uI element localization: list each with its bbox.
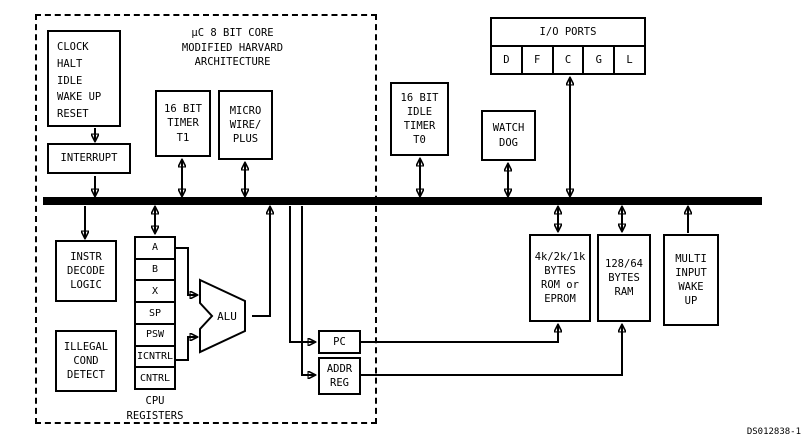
interrupt-block: INTERRUPT [47,143,131,174]
cpu-register-stack: A B X SP PSW ICNTRL CNTRL [134,236,176,390]
register-x: X [136,281,174,304]
port-d: D [492,47,523,73]
addr-reg-block: ADDR REG [318,357,361,395]
arrow-pc-to-rom [361,325,558,343]
arrow-addr-reg-to-ram [361,325,622,376]
io-ports-title: I/O PORTS [492,19,644,47]
pc-block: PC [318,330,361,354]
illegal-cond-block: ILLEGAL COND DETECT [55,330,117,392]
watchdog-block: WATCH DOG [481,110,536,161]
port-g: G [584,47,616,73]
wakeup-block: MULTI INPUT WAKE UP [663,234,719,326]
rom-block: 4k/2k/1k BYTES ROM or EPROM [529,234,591,322]
microwire-block: MICRO WIRE/ PLUS [218,90,273,160]
port-f: F [523,47,554,73]
register-psw: PSW [136,324,174,347]
clock-block: CLOCK HALT IDLE WAKE UP RESET [47,30,121,127]
register-a: A [136,238,174,260]
io-ports-block: I/O PORTS D F C G L [490,17,646,75]
register-b: B [136,259,174,282]
register-cntrl: CNTRL [136,368,174,389]
idle-timer-t0-block: 16 BIT IDLE TIMER T0 [390,82,449,156]
port-l: L [626,54,633,66]
figure-reference: DS012838-1 [746,427,801,437]
cpu-registers-label: CPU REGISTERS [126,395,184,422]
instr-decode-block: INSTR DECODE LOGIC [55,240,117,302]
system-bus [43,197,762,205]
register-sp: SP [136,303,174,325]
io-ports-cells: D F C G L [492,47,644,73]
register-icntrl: ICNTRL [136,346,174,369]
ram-block: 128/64 BYTES RAM [597,234,651,322]
core-title: μC 8 BIT CORE MODIFIED HARVARD ARCHITECT… [181,27,284,69]
timer-t1-block: 16 BIT TIMER T1 [155,90,211,157]
core-boundary [35,14,377,424]
port-c: C [554,47,585,73]
